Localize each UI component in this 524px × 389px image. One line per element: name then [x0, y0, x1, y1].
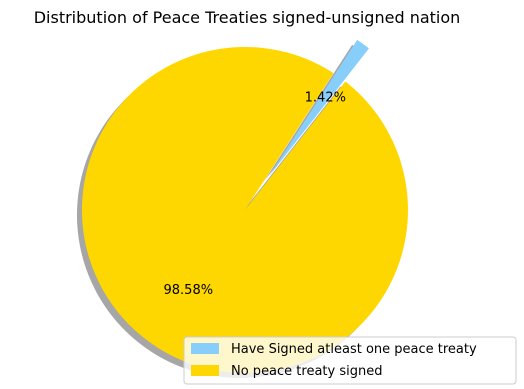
- legend: Have Signed atleast one peace treaty No …: [183, 336, 517, 385]
- legend-frame: [183, 336, 517, 385]
- pie-slice-signed: [268, 39, 369, 177]
- legend-label-unsigned: No peace treaty signed: [231, 364, 382, 379]
- legend-swatch-signed: [191, 343, 219, 354]
- chart-title: Distribution of Peace Treaties signed-un…: [34, 8, 461, 27]
- legend-label-signed: Have Signed atleast one peace treaty: [231, 342, 477, 357]
- legend-swatch-unsigned: [191, 365, 219, 376]
- pie-label-unsigned: 98.58%: [164, 283, 214, 298]
- pie-slices: [81, 39, 408, 373]
- pie-label-signed: 1.42%: [305, 91, 346, 106]
- pie-slice-unsigned: [81, 46, 408, 373]
- pie-labels: 1.42% 98.58%: [164, 91, 346, 299]
